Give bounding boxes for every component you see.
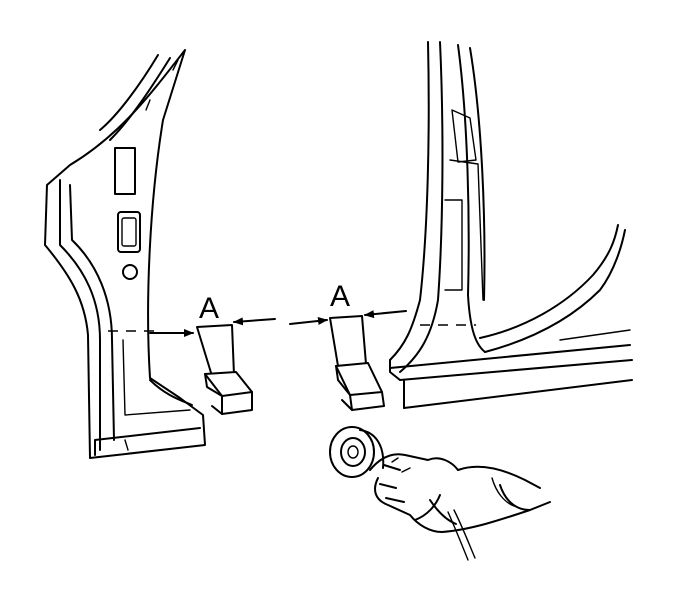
left-pillar-panel bbox=[44, 49, 206, 459]
arrow-right-outer bbox=[364, 310, 407, 319]
arrow-left-inner bbox=[233, 317, 276, 326]
right-pillar-panel bbox=[389, 41, 633, 409]
section-label-left: A bbox=[199, 292, 219, 325]
section-label-right: A bbox=[330, 280, 350, 313]
arrow-right-inner bbox=[289, 316, 328, 325]
right-section-piece bbox=[329, 315, 385, 411]
left-section-piece bbox=[196, 324, 253, 415]
grinder-tool-in-hand bbox=[329, 426, 551, 561]
